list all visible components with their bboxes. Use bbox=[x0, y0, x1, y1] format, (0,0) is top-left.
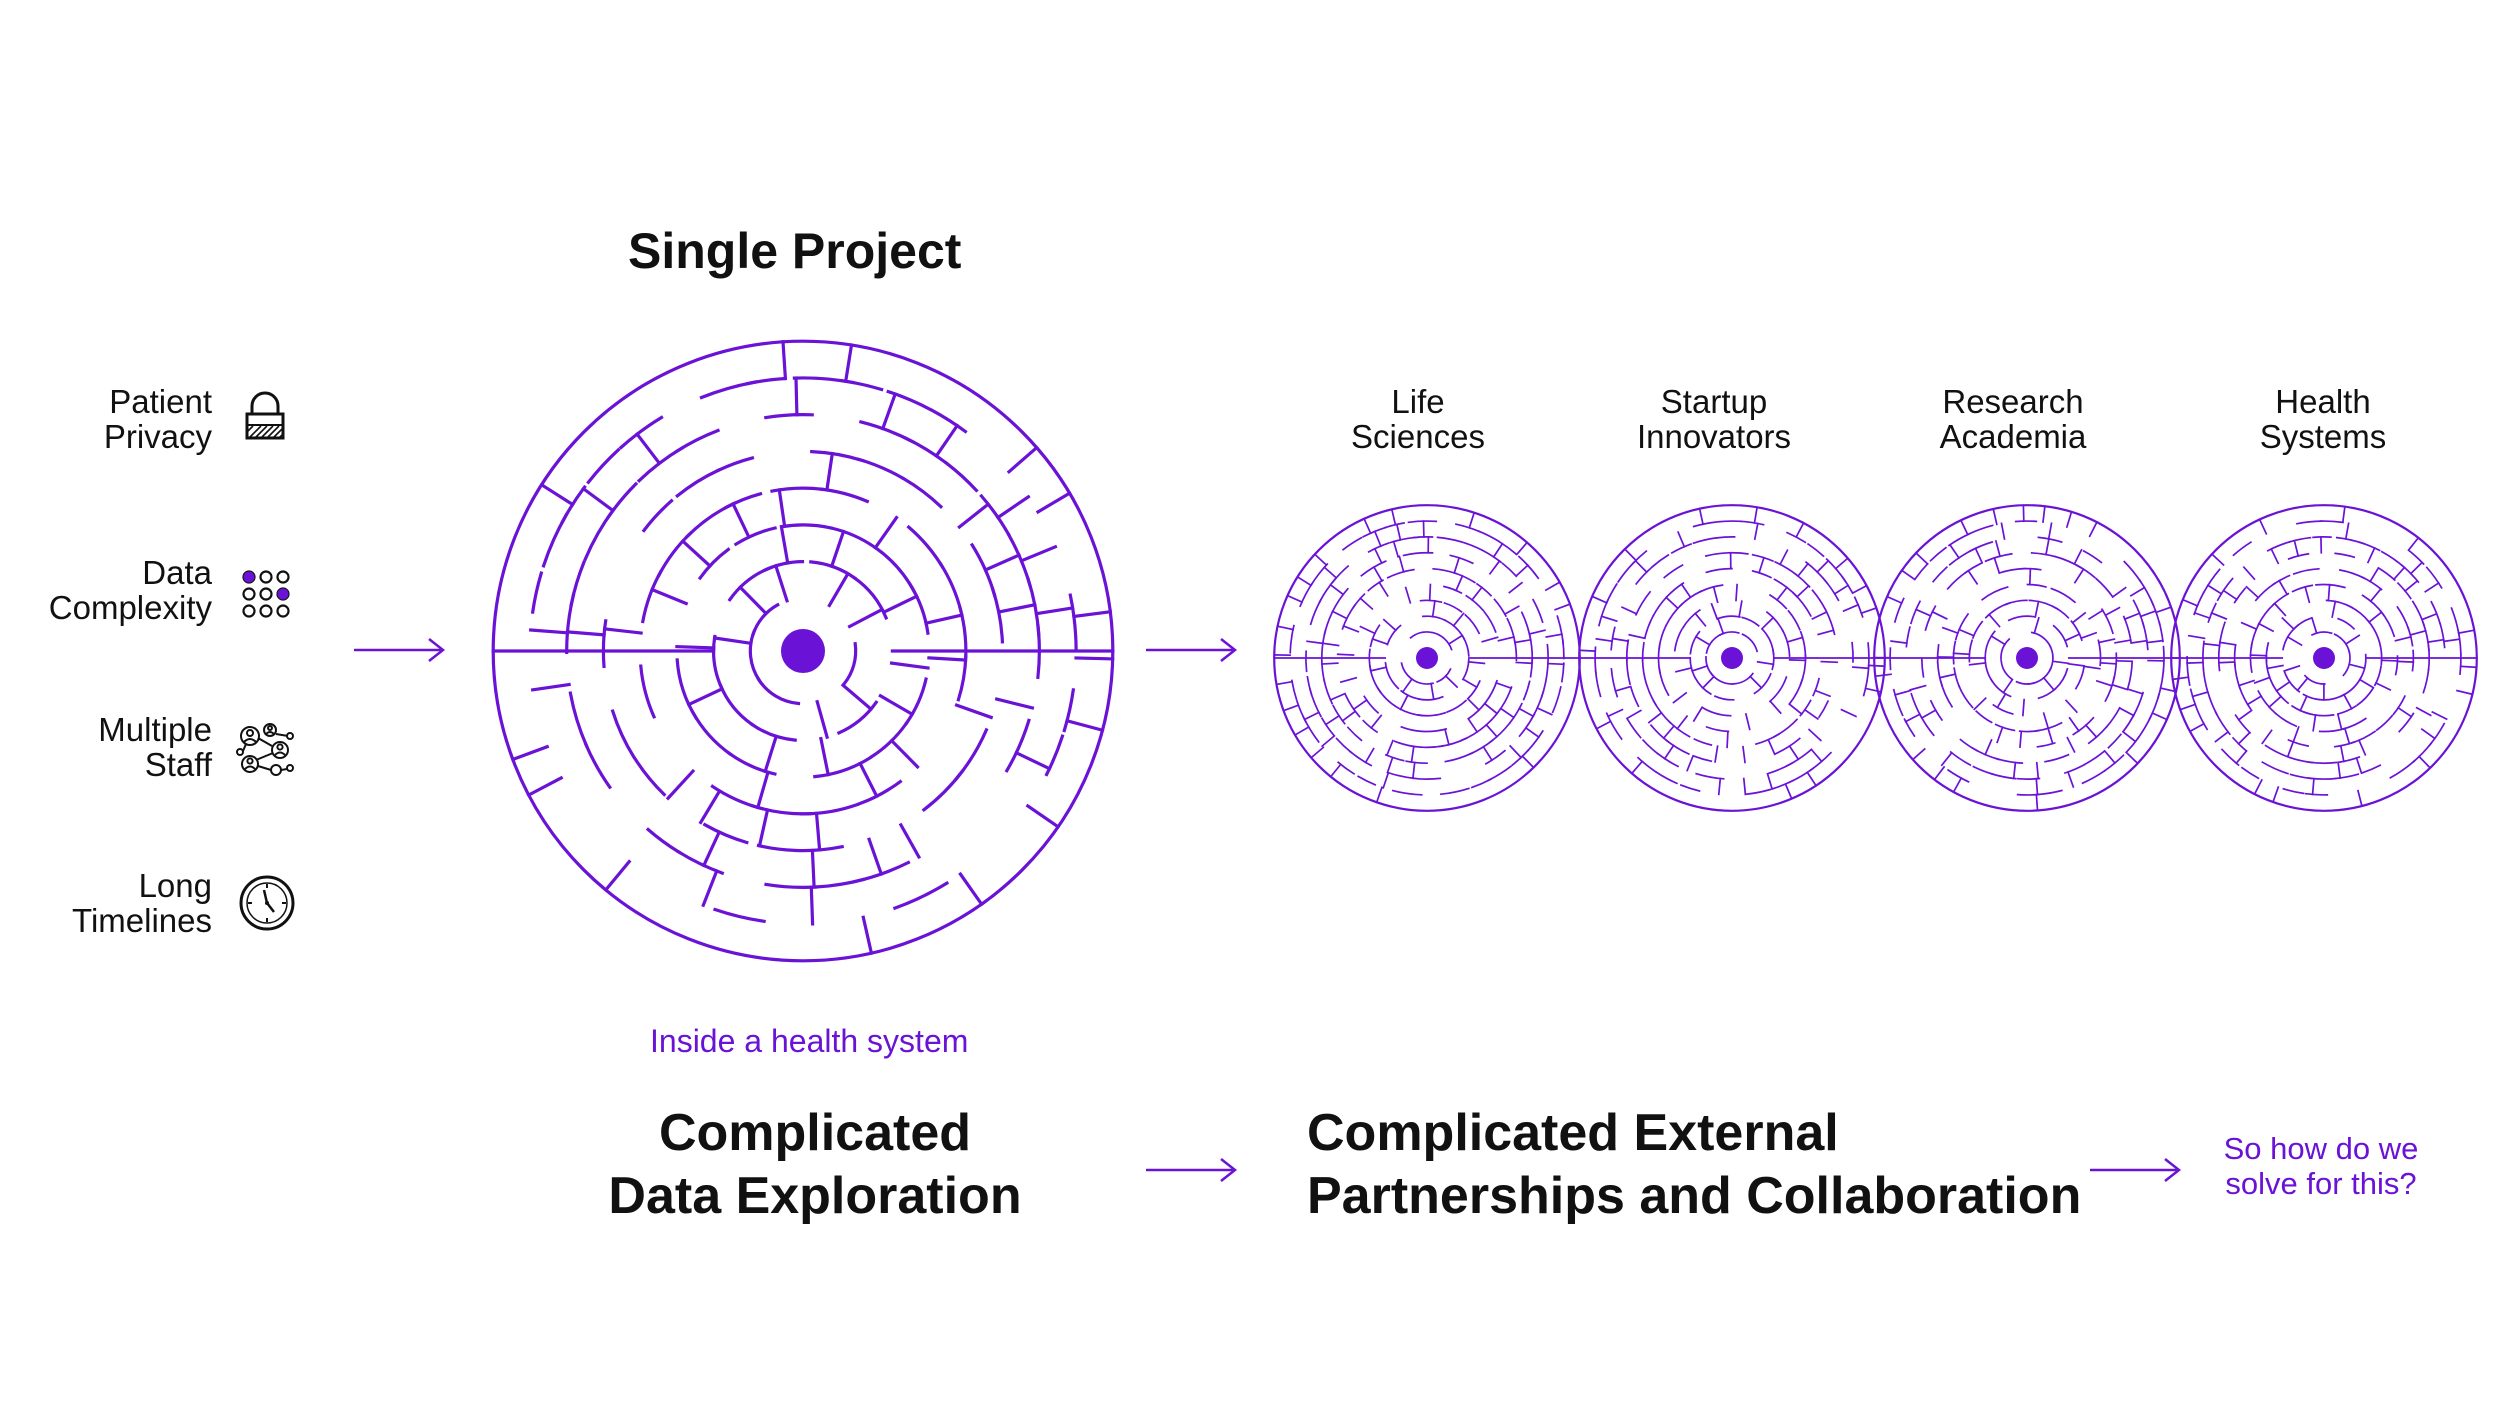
solve-question: So how do we solve for this? bbox=[2196, 1131, 2446, 1201]
partner-line: Startup bbox=[1660, 383, 1768, 420]
maze-research-academia bbox=[1873, 504, 2181, 812]
people-network-icon bbox=[236, 722, 294, 778]
dot-grid-icon bbox=[241, 570, 293, 618]
challenge-data-complexity: Data Complexity bbox=[49, 555, 212, 625]
challenge-line: Timelines bbox=[72, 902, 212, 939]
partner-health-systems: Health Systems bbox=[2223, 384, 2423, 454]
challenge-line: Long bbox=[138, 867, 212, 904]
question-line: solve for this? bbox=[2225, 1166, 2417, 1201]
complicated-external-partnerships: Complicated External Partnerships and Co… bbox=[1307, 1102, 2081, 1228]
heading-line: Complicated bbox=[658, 1104, 972, 1162]
challenge-line: Patient bbox=[109, 383, 212, 420]
challenge-multiple-staff: Multiple Staff bbox=[98, 712, 212, 782]
big-maze bbox=[491, 339, 1115, 963]
partner-startup-innovators: Startup Innovators bbox=[1614, 384, 1814, 454]
question-line: So how do we bbox=[2223, 1131, 2419, 1166]
challenge-line: Complexity bbox=[48, 589, 212, 626]
partner-life-sciences: Life Sciences bbox=[1318, 384, 1518, 454]
maze-life-sciences bbox=[1273, 504, 1581, 812]
heading-line: Complicated External bbox=[1307, 1104, 1839, 1162]
challenge-line: Multiple bbox=[98, 711, 212, 748]
partner-line: Sciences bbox=[1351, 418, 1485, 455]
challenge-line: Staff bbox=[144, 746, 212, 783]
partner-line: Academia bbox=[1939, 418, 2087, 455]
arrow-to-partners bbox=[1146, 638, 1238, 662]
partner-line: Health bbox=[2275, 383, 2371, 420]
challenge-long-timelines: Long Timelines bbox=[72, 868, 212, 938]
single-project-title: Single Project bbox=[628, 223, 962, 279]
heading-line: Data Exploration bbox=[608, 1167, 1022, 1225]
partner-line: Research bbox=[1942, 383, 2084, 420]
arrow-bottom-middle bbox=[1146, 1158, 1238, 1182]
arrow-to-question bbox=[2090, 1158, 2182, 1182]
maze-startup-innovators bbox=[1578, 504, 1886, 812]
partner-line: Life bbox=[1391, 383, 1445, 420]
heading-line: Partnerships and Collaboration bbox=[1307, 1167, 2082, 1225]
inside-health-system-caption: Inside a health system bbox=[650, 1023, 969, 1059]
clock-icon bbox=[238, 874, 296, 932]
challenge-line: Privacy bbox=[103, 418, 212, 455]
lock-icon bbox=[243, 390, 287, 442]
partner-research-academia: Research Academia bbox=[1913, 384, 2113, 454]
complicated-data-exploration: Complicated Data Exploration bbox=[560, 1102, 1070, 1228]
partner-line: Innovators bbox=[1636, 418, 1792, 455]
challenge-line: Data bbox=[142, 554, 212, 591]
challenge-patient-privacy: Patient Privacy bbox=[104, 384, 212, 454]
partner-line: Systems bbox=[2259, 418, 2387, 455]
arrow-to-maze bbox=[354, 638, 446, 662]
maze-health-systems bbox=[2170, 504, 2478, 812]
